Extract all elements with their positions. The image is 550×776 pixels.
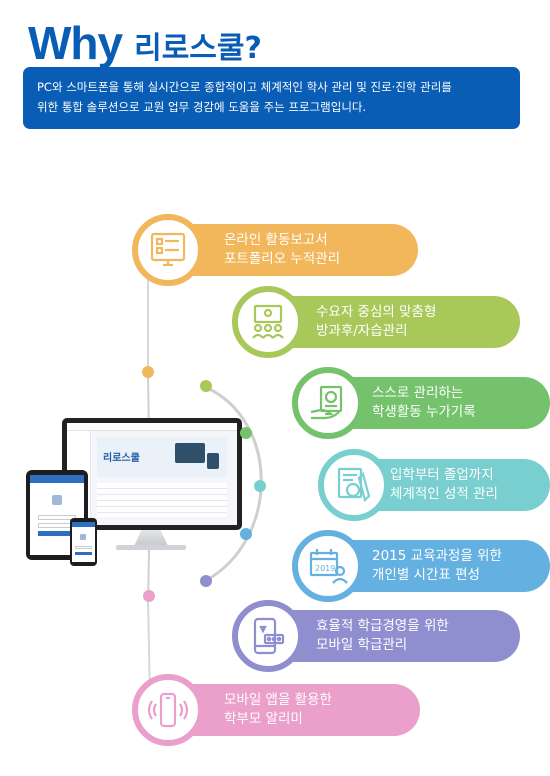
feature-pill-3: 스스로 관리하는 학생활동 누가기록 <box>332 377 550 429</box>
feature-pill-5: 2015 교육과정을 위한 개인별 시간표 편성 <box>332 540 550 592</box>
feature-3-line-1: 스스로 관리하는 <box>372 385 464 401</box>
feature-pill-7: 모바일 앱을 활용한 학부모 알리미 <box>170 684 420 736</box>
feature-2-line-2: 방과후/자습관리 <box>316 323 408 339</box>
page-title: Why 리로스쿨? <box>28 10 262 66</box>
desktop-screen: 리로스쿨 <box>67 423 237 525</box>
feature-pill-6: 효율적 학급경영을 위한 모바일 학급관리 <box>272 610 520 662</box>
feature-5-line-2: 개인별 시간표 편성 <box>372 567 480 583</box>
calendar-year-text: 2019 <box>315 564 335 573</box>
connector-dot-2 <box>200 380 212 392</box>
grade-chart-icon <box>318 449 390 521</box>
feature-1-line-1: 온라인 활동보고서 <box>224 232 328 248</box>
connector-dot-1 <box>142 366 154 378</box>
desktop-monitor: 리로스쿨 <box>62 418 242 530</box>
mobile-class-icon <box>232 600 304 672</box>
feature-4-line-2: 체계적인 성적 관리 <box>390 486 498 502</box>
feature-pill-4: 입학부터 졸업까지 체계적인 성적 관리 <box>358 459 550 511</box>
title-why: Why <box>28 17 123 69</box>
feature-1-line-2: 포트폴리오 누적관리 <box>224 251 341 267</box>
connector-dot-6 <box>200 575 212 587</box>
phone-device <box>70 518 97 566</box>
feature-7-line-2: 학부모 알리미 <box>224 711 303 727</box>
intro-box: PC와 스마트폰을 통해 실시간으로 종합적이고 체계적인 학사 관리 및 진로… <box>23 67 520 129</box>
connector-dot-5 <box>240 528 252 540</box>
connector-dot-7 <box>143 590 155 602</box>
connector-dot-4 <box>254 480 266 492</box>
intro-line-2: 위한 통합 솔루션으로 교원 업무 경감에 도움을 주는 프로그램입니다. <box>37 100 367 114</box>
feature-pill-2: 수요자 중심의 맞춤형 방과후/자습관리 <box>272 296 520 348</box>
group-presentation-icon <box>232 286 304 358</box>
intro-line-1: PC와 스마트폰을 통해 실시간으로 종합적이고 체계적인 학사 관리 및 진로… <box>37 80 452 94</box>
tablet-device <box>26 470 88 560</box>
feature-6-line-2: 모바일 학급관리 <box>316 637 408 653</box>
screen-banner: 리로스쿨 <box>103 453 140 464</box>
feature-pill-1: 온라인 활동보고서 포트폴리오 누적관리 <box>170 224 418 276</box>
feature-4-line-1: 입학부터 졸업까지 <box>390 467 494 483</box>
feature-6-line-1: 효율적 학급경영을 위한 <box>316 618 449 634</box>
title-product-name: 리로스쿨? <box>134 31 262 66</box>
feature-2-line-1: 수요자 중심의 맞춤형 <box>316 304 437 320</box>
feature-7-line-1: 모바일 앱을 활용한 <box>224 692 332 708</box>
feature-3-line-2: 학생활동 누가기록 <box>372 404 476 420</box>
connector-dot-3 <box>240 427 252 439</box>
calendar-2015-icon: 2019 <box>292 530 364 602</box>
checklist-monitor-icon <box>132 214 204 286</box>
feature-5-line-1: 2015 교육과정을 위한 <box>372 548 502 564</box>
hand-report-icon <box>292 367 364 439</box>
device-illustration: 리로스쿨 <box>22 412 242 572</box>
phone-alert-icon <box>132 674 204 746</box>
